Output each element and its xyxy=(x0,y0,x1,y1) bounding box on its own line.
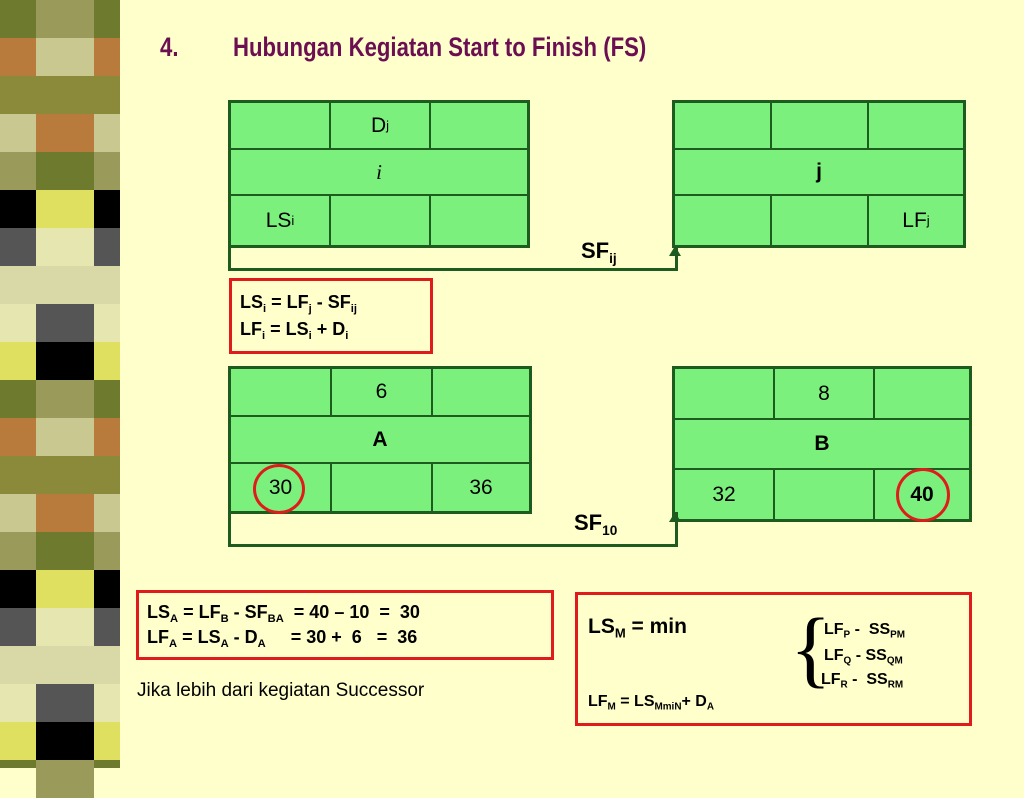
formula-ls: LSi = LFj - SFij xyxy=(240,292,357,315)
bar-band xyxy=(36,38,94,76)
formula-box-ls-lf: LSi = LFj - SFij LFi = LSi + Di xyxy=(229,278,433,354)
node-j-ls xyxy=(675,196,772,245)
node-i-lf xyxy=(431,196,527,245)
node-j-duration xyxy=(772,103,869,150)
highlight-circle-b-lf xyxy=(896,468,950,522)
link-sf-10 xyxy=(228,512,678,547)
bar-band xyxy=(36,266,94,304)
node-j-cell-es xyxy=(675,103,772,150)
node-b-cell-es xyxy=(675,369,775,420)
successor-note: Jika lebih dari kegiatan Successor xyxy=(137,680,425,701)
slide-title: Hubungan Kegiatan Start to Finish (FS) xyxy=(233,32,647,62)
bar-band xyxy=(36,342,94,380)
arrow-head-icon xyxy=(669,512,681,522)
node-b-ls: 32 xyxy=(675,470,775,519)
min-option-p: LFP - SSPM xyxy=(824,621,906,641)
bar-band xyxy=(36,114,94,152)
calculation-box: LSA = LFB - SFBA = 40 – 10 = 30 LFA = LS… xyxy=(136,590,554,660)
bar-band xyxy=(36,190,94,228)
node-b-cell-ef xyxy=(875,369,969,420)
bar-band xyxy=(36,684,94,722)
node-a-cell-es xyxy=(231,369,332,417)
bar-band xyxy=(36,380,94,418)
highlight-circle-a-ls xyxy=(253,464,305,514)
bar-band xyxy=(36,418,94,456)
bar-band xyxy=(36,646,94,684)
node-a-name: A xyxy=(231,417,529,464)
node-i-name: i xyxy=(231,150,527,196)
node-j-cell-ef xyxy=(869,103,963,150)
node-a-cell-ef xyxy=(433,369,529,417)
node-b-name: B xyxy=(675,420,969,470)
node-a-cell-tf xyxy=(332,464,433,511)
bar-band xyxy=(36,532,94,570)
bar-band xyxy=(36,0,94,38)
node-b-cell-tf xyxy=(775,470,875,519)
node-i-cell-es xyxy=(231,103,331,150)
node-a-duration: 6 xyxy=(332,369,433,417)
min-head: LSM = min xyxy=(588,615,687,641)
slide-number: 4. xyxy=(160,32,179,62)
bar-band xyxy=(36,494,94,532)
calc-lf-a: LFA = LSA - DA = 30 + 6 = 36 xyxy=(147,627,418,650)
min-foot: LFM = LSMmiN+ DA xyxy=(588,693,714,713)
bar-band xyxy=(36,304,94,342)
bar-band xyxy=(36,76,94,114)
calc-ls-a: LSA = LFB - SFBA = 40 – 10 = 30 xyxy=(147,602,420,625)
bar-band xyxy=(36,456,94,494)
bar-band xyxy=(36,608,94,646)
bar-band xyxy=(36,152,94,190)
link-label-sf-ij: SFij xyxy=(581,238,617,266)
node-a-lf: 36 xyxy=(469,475,493,499)
formula-lf: LFi = LSi + Di xyxy=(240,319,349,342)
bar-band xyxy=(36,760,94,798)
link-label-sf-10: SF10 xyxy=(574,510,618,538)
node-j-name: j xyxy=(675,150,963,196)
decorative-bar xyxy=(36,0,94,798)
link-sf-ij xyxy=(228,246,678,271)
node-j-cell-tf xyxy=(772,196,869,245)
bar-band xyxy=(36,722,94,760)
min-formula-box: LSM = min { LFP - SSPM LFQ - SSQM LFR - … xyxy=(575,592,972,726)
brace-icon: { xyxy=(790,600,832,696)
node-b-duration: 8 xyxy=(775,369,875,420)
min-option-r: LFR - SSRM xyxy=(821,671,904,691)
node-i-cell-ef xyxy=(431,103,527,150)
arrow-head-icon xyxy=(669,246,681,256)
min-option-q: LFQ - SSQM xyxy=(824,647,903,667)
bar-band xyxy=(36,228,94,266)
bar-band xyxy=(36,570,94,608)
node-i-cell-tf xyxy=(331,196,431,245)
